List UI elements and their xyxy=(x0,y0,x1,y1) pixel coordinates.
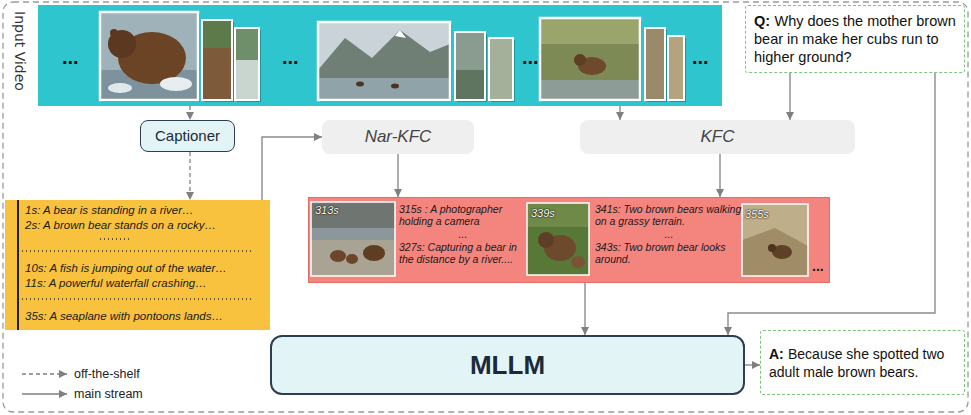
text-slot: ... xyxy=(399,228,527,240)
answer-box: A:Because she spotted two adult male bro… xyxy=(760,330,965,395)
text-slot: ... xyxy=(812,260,824,272)
node-text: Captioner xyxy=(155,127,220,145)
text-slot: ... xyxy=(62,45,79,69)
legend-line xyxy=(22,373,67,374)
outer-frame xyxy=(3,2,968,412)
text-slot: 327s: Capturing a bear in the distance b… xyxy=(399,241,527,265)
captioner-box: Captioner xyxy=(140,120,235,152)
connector-arrow xyxy=(789,73,790,120)
node-text: A: xyxy=(769,346,784,362)
node-text: 10s: A fish is jumping out of the water… xyxy=(25,261,268,275)
node-text: 315s : A photographer holding a camera xyxy=(399,203,527,227)
text-slot: ... xyxy=(692,45,709,69)
keyframe-band: 313s 315s : A photographer holding a came… xyxy=(308,197,830,283)
legend-row: off-the-shelf xyxy=(20,364,143,384)
legend-sample xyxy=(20,388,70,400)
node-text: Why does the mother brown bear in make h… xyxy=(754,13,956,65)
text-slot: 1s: A bear is standing in a river… xyxy=(25,203,268,217)
connectors xyxy=(190,73,935,365)
node-text: MLLM xyxy=(470,350,545,381)
node-text: 2s: A brown bear stands on a rocky… xyxy=(25,218,268,232)
node-text: 327s: Capturing a bear in the distance b… xyxy=(399,241,527,265)
node-text: 355s xyxy=(745,208,769,220)
legend-sample xyxy=(20,368,70,380)
video-band: Input Video............ xyxy=(38,5,722,106)
filter-box: Nar-KFC xyxy=(322,120,474,154)
text-slot: 10s: A fish is jumping out of the water… xyxy=(25,261,268,275)
legend: off-the-shelf main stream xyxy=(20,364,143,404)
node-text: 11s: A powerful waterfall crashing… xyxy=(25,276,268,290)
text-slot: 339s xyxy=(531,207,555,219)
connector-arrow xyxy=(397,154,398,197)
text-slot: 2s: A brown bear stands on a rocky… xyxy=(25,218,268,232)
connector-arrow xyxy=(745,364,760,365)
text-slot: 341s: Two brown bears walking on a grass… xyxy=(595,203,743,227)
text-slot: 315s : A photographer holding a camera xyxy=(399,203,527,227)
text-slot: 313s xyxy=(315,204,339,216)
node-text: ... xyxy=(522,45,539,69)
node-text: Q: xyxy=(754,13,770,29)
connector-arrow xyxy=(189,152,190,200)
legend-line xyxy=(22,393,67,394)
text-slot: ... xyxy=(522,45,539,69)
node-text: 341s: Two brown bears walking on a grass… xyxy=(595,203,743,227)
node-text: 339s xyxy=(531,207,555,219)
node-text: ... xyxy=(812,260,824,272)
connector-arrow xyxy=(619,106,620,120)
connector-arrow xyxy=(262,137,322,200)
node-text: Input Video xyxy=(11,11,28,91)
legend-text: off-the-shelf xyxy=(74,367,140,381)
text-slot: 355s xyxy=(745,208,769,220)
filter-box: KFC xyxy=(580,120,855,154)
node-text: Because she spotted two adult male brown… xyxy=(769,346,944,380)
node-text: 35s: A seaplane with pontoons lands… xyxy=(25,309,268,323)
connector-arrow xyxy=(719,154,720,197)
text-slot: 35s: A seaplane with pontoons lands… xyxy=(25,309,268,323)
node-text: 313s xyxy=(315,204,339,216)
text-slot: 11s: A powerful waterfall crashing… xyxy=(25,276,268,290)
node-text: Nar-KFC xyxy=(365,127,432,147)
text-slot: Input Video xyxy=(28,11,108,28)
text-slot: 343s: Two brown bear looks around. xyxy=(595,241,743,265)
node-text: ... xyxy=(62,45,79,69)
legend-text: main stream xyxy=(74,387,143,401)
text-slot: ... xyxy=(282,45,299,69)
mllm-box: MLLM xyxy=(270,335,745,395)
text-slot: ... xyxy=(595,228,743,240)
node-text: ... xyxy=(399,228,527,240)
node-text: 1s: A bear is standing in a river… xyxy=(25,203,268,217)
question-box: Q:Why does the mother brown bear in make… xyxy=(745,5,965,73)
connector-arrow xyxy=(584,283,585,335)
node-text: 343s: Two brown bear looks around. xyxy=(595,241,743,265)
node-text: ... xyxy=(595,228,743,240)
caption-list: 1s: A bear is standing in a river…2s: A … xyxy=(5,200,270,330)
node-text: ... xyxy=(282,45,299,69)
node-text: KFC xyxy=(701,127,735,147)
legend-row: main stream xyxy=(20,384,143,404)
connector-arrow xyxy=(189,106,190,120)
node-text: ... xyxy=(692,45,709,69)
